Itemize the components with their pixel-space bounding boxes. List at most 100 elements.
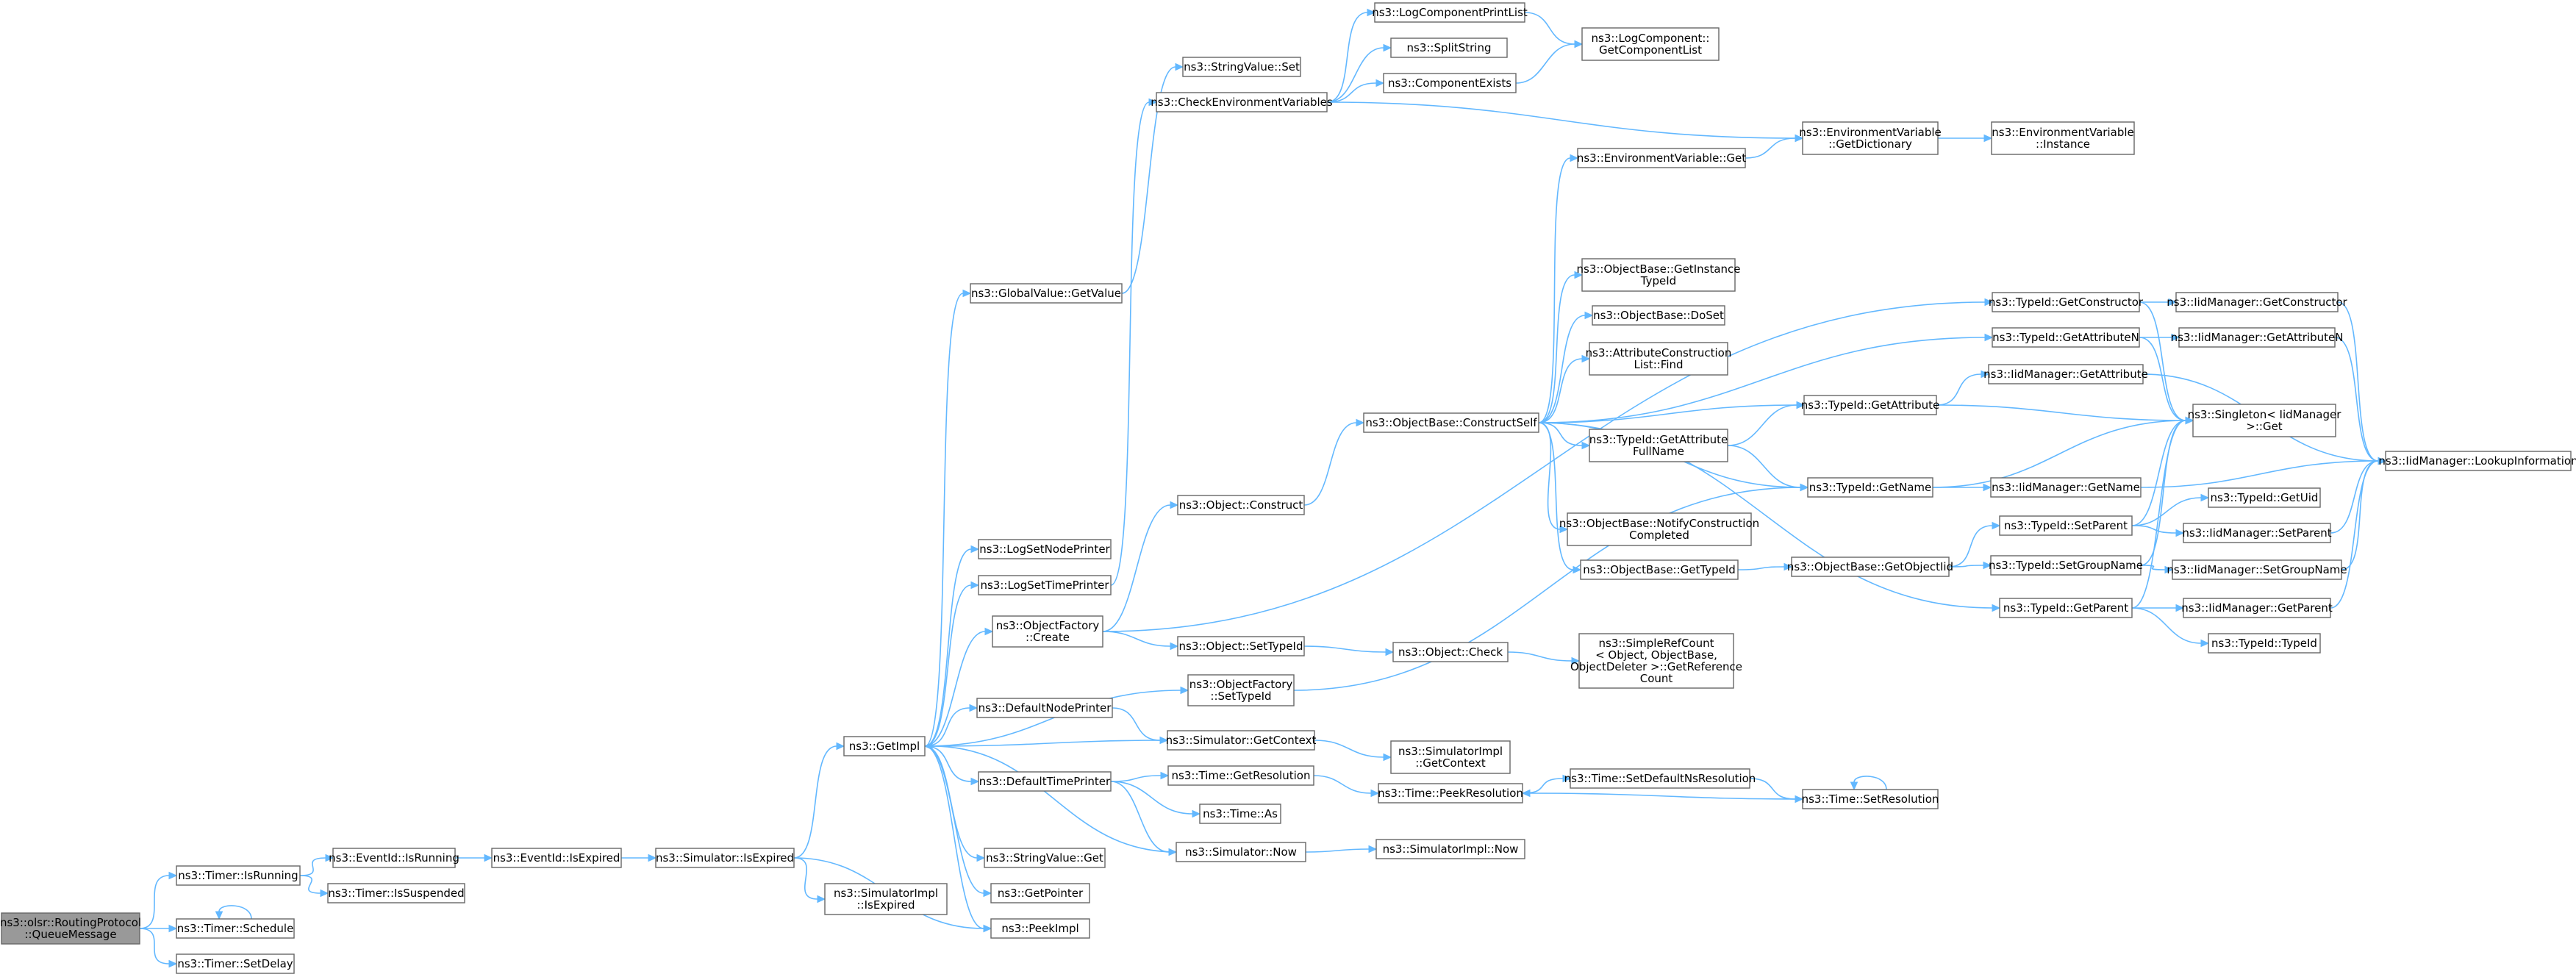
node-sim-now[interactable]: ns3::Simulator::Now: [1176, 842, 1306, 862]
edge-defaulttimeprinter-to-sim-now: [1110, 781, 1178, 856]
node-envvar-get[interactable]: ns3::EnvironmentVariable::Get: [1577, 148, 1746, 168]
node-iid-setgroupname[interactable]: ns3::IidManager::SetGroupName: [2167, 559, 2347, 580]
node-iid-setparent[interactable]: ns3::IidManager::SetParent: [2182, 523, 2332, 543]
node-object-construct[interactable]: ns3::Object::Construct: [1177, 495, 1305, 515]
node-eventid-isrunning[interactable]: ns3::EventId::IsRunning: [329, 848, 459, 868]
node-box: [2183, 523, 2331, 543]
node-simplerefcount[interactable]: ns3::SimpleRefCount< Object, ObjectBase,…: [1570, 633, 1742, 689]
node-typeid-getparent[interactable]: ns3::TypeId::GetParent: [1999, 598, 2133, 618]
node-simimpl-getcontext[interactable]: ns3::SimulatorImpl::GetContext: [1390, 740, 1511, 774]
node-iid-getparent[interactable]: ns3::IidManager::GetParent: [2181, 598, 2333, 618]
node-box: [1581, 258, 1736, 292]
node-envvar-getdict[interactable]: ns3::EnvironmentVariable::GetDictionary: [1799, 121, 1942, 155]
node-typeid-setgroupname[interactable]: ns3::TypeId::SetGroupName: [1989, 555, 2143, 576]
node-logcompprintlist[interactable]: ns3::LogComponentPrintList: [1372, 2, 1528, 23]
node-simimpl-isexpired[interactable]: ns3::SimulatorImpl::IsExpired: [824, 883, 948, 915]
node-box: [992, 615, 1103, 648]
node-box: [1990, 477, 2142, 498]
edge-arrowhead: [2175, 529, 2185, 537]
node-stringvalue-get[interactable]: ns3::StringValue::Get: [984, 848, 1106, 868]
edge-iid-getname-to-iid-lookupinfo: [2140, 457, 2387, 488]
node-time-getresolution[interactable]: ns3::Time::GetResolution: [1167, 765, 1314, 786]
node-time-peekresolution[interactable]: ns3::Time::PeekResolution: [1378, 783, 1523, 804]
node-ob-constructself[interactable]: ns3::ObjectBase::ConstructSelf: [1363, 412, 1539, 433]
node-splitstring[interactable]: ns3::SplitString: [1390, 37, 1508, 58]
node-label: ns3::SimulatorImpl::Now: [1383, 842, 1519, 856]
node-envvar-instance[interactable]: ns3::EnvironmentVariable::Instance: [1991, 121, 2135, 155]
node-timer-issuspended[interactable]: ns3::Timer::IsSuspended: [327, 883, 465, 903]
node-componentexists[interactable]: ns3::ComponentExists: [1383, 73, 1517, 93]
node-typeid-getattribute[interactable]: ns3::TypeId::GetAttribute: [1801, 395, 1939, 415]
node-root[interactable]: ns3::olsr::RoutingProtocol::QueueMessage: [0, 912, 141, 945]
edge-arrowhead: [168, 871, 178, 880]
edge-line: [1932, 420, 2186, 488]
node-singleton-get[interactable]: ns3::Singleton< IidManager>::Get: [2188, 404, 2342, 437]
node-sim-getcontext[interactable]: ns3::Simulator::GetContext: [1166, 730, 1317, 751]
node-iid-getname[interactable]: ns3::IidManager::GetName: [1990, 477, 2142, 498]
node-timer-schedule[interactable]: ns3::Timer::Schedule: [176, 918, 295, 939]
node-box: [491, 848, 622, 868]
node-object-check[interactable]: ns3::Object::Check: [1392, 642, 1509, 662]
edge-arrowhead: [2168, 298, 2178, 307]
edge-arrowhead: [1356, 418, 1365, 427]
node-iid-getattribute[interactable]: ns3::IidManager::GetAttribute: [1983, 364, 2148, 384]
node-logsettimeprinter[interactable]: ns3::LogSetTimePrinter: [978, 575, 1112, 595]
node-box: [1577, 148, 1746, 168]
node-ob-doset[interactable]: ns3::ObjectBase::DoSet: [1592, 305, 1725, 326]
edge-arrowhead: [2175, 604, 2185, 612]
edge-line: [1102, 301, 1986, 632]
node-typeid-typeid[interactable]: ns3::TypeId::TypeId: [2208, 633, 2321, 654]
node-typeid-setparent[interactable]: ns3::TypeId::SetParent: [1999, 515, 2133, 536]
node-typeid-getname[interactable]: ns3::TypeId::GetName: [1807, 477, 1933, 498]
edge-time-setresolution-to-time-peekresolution: [1521, 789, 1803, 800]
node-eventid-isexpired[interactable]: ns3::EventId::IsExpired: [491, 848, 622, 868]
node-box: [990, 918, 1090, 939]
node-time-setdefaultns[interactable]: ns3::Time::SetDefaultNsResolution: [1564, 768, 1756, 789]
node-getimpl[interactable]: ns3::GetImpl: [843, 736, 926, 756]
node-timer-isrunning[interactable]: ns3::Timer::IsRunning: [176, 865, 301, 886]
node-objectfactory-create[interactable]: ns3::ObjectFactory::Create: [992, 615, 1103, 648]
node-ob-gettypeid[interactable]: ns3::ObjectBase::GetTypeId: [1580, 559, 1739, 580]
edge-arrowhead: [983, 889, 992, 898]
node-globalvalue-getvalue[interactable]: ns3::GlobalValue::GetValue: [970, 283, 1123, 304]
node-getpointer[interactable]: ns3::GetPointer: [990, 883, 1090, 903]
node-label: ns3::Timer::IsSuspended: [328, 887, 464, 900]
edge-typeid-setparent-to-typeid-getuid: [2131, 493, 2210, 526]
node-time-as[interactable]: ns3::Time::As: [1199, 804, 1281, 824]
edge-line: [2140, 460, 2379, 488]
node-ob-notifyconstruction[interactable]: ns3::ObjectBase::NotifyConstructionCompl…: [1559, 512, 1759, 546]
edge-arrowhead: [168, 924, 178, 933]
node-logcomp-getlist[interactable]: ns3::LogComponent::GetComponentList: [1581, 27, 1720, 61]
node-stringvalue-set[interactable]: ns3::StringValue::Set: [1182, 57, 1301, 77]
node-objectfactory-settypeid[interactable]: ns3::ObjectFactory::SetTypeId: [1187, 674, 1295, 706]
node-checkenv[interactable]: ns3::CheckEnvironmentVariables: [1151, 92, 1333, 112]
node-sim-isexpired[interactable]: ns3::Simulator::IsExpired: [655, 848, 795, 868]
edge-typeid-getattrfullname-to-typeid-getattribute: [1727, 401, 1806, 446]
node-logsetnodeprinter[interactable]: ns3::LogSetNodePrinter: [978, 539, 1112, 559]
node-iid-getconstructor[interactable]: ns3::IidManager::GetConstructor: [2167, 292, 2348, 312]
node-time-setresolution[interactable]: ns3::Time::SetResolution: [1802, 789, 1939, 809]
node-iid-lookupinfo[interactable]: ns3::IidManager::LookupInformation: [2378, 451, 2576, 471]
node-label: ns3::Simulator::IsExpired: [656, 851, 794, 865]
node-typeid-getattributen[interactable]: ns3::TypeId::GetAttributeN: [1992, 327, 2140, 348]
node-ob-getobjectiid[interactable]: ns3::ObjectBase::GetObjectIid: [1787, 557, 1953, 577]
node-timer-setdelay[interactable]: ns3::Timer::SetDelay: [176, 953, 295, 974]
node-defaulttimeprinter[interactable]: ns3::DefaultTimePrinter: [978, 771, 1112, 792]
node-peekimpl[interactable]: ns3::PeekImpl: [990, 918, 1090, 939]
node-defaultnodeprinter[interactable]: ns3::DefaultNodePrinter: [976, 698, 1113, 718]
node-typeid-getconstructor[interactable]: ns3::TypeId::GetConstructor: [1989, 292, 2144, 312]
edge-line: [1515, 43, 1575, 84]
edge-line: [924, 745, 984, 894]
edge-line: [931, 745, 1177, 853]
node-simimpl-now[interactable]: ns3::SimulatorImpl::Now: [1375, 839, 1525, 859]
node-object-settypeid[interactable]: ns3::Object::SetTypeId: [1177, 636, 1305, 656]
edge-ob-constructself-to-envvar-get: [1538, 154, 1579, 423]
edge-arrowhead: [1175, 62, 1184, 71]
node-iid-getattributen[interactable]: ns3::IidManager::GetAttributeN: [2171, 327, 2344, 348]
node-label: ::IsExpired: [857, 898, 915, 912]
node-typeid-getuid[interactable]: ns3::TypeId::GetUid: [2208, 487, 2321, 508]
edge-object-check-to-simplerefcount: [1507, 651, 1581, 665]
